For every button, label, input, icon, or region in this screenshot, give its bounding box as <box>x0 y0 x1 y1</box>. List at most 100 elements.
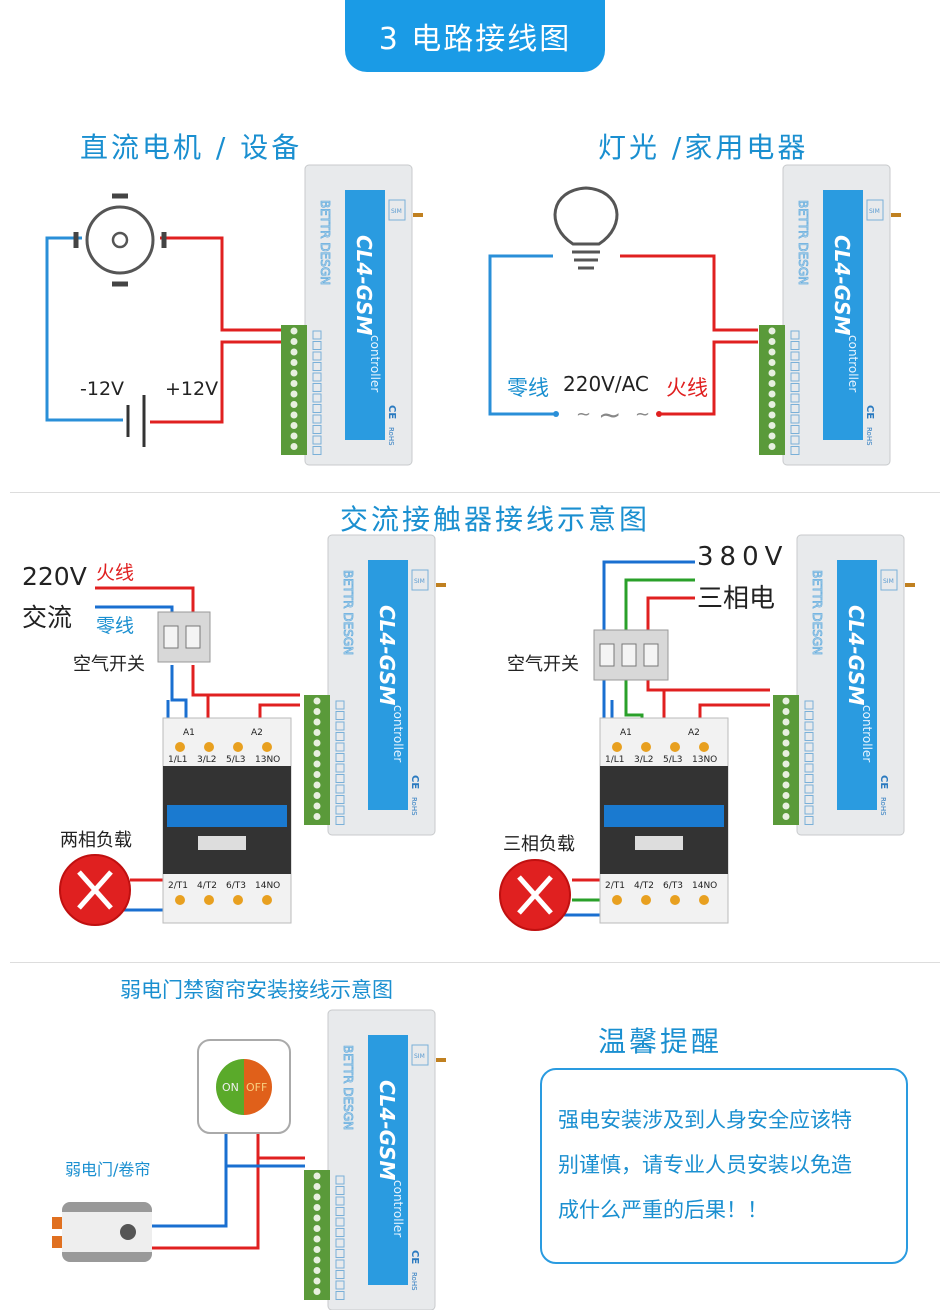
terminal-screw <box>782 697 790 705</box>
on-off-switch[interactable]: ON OFF <box>197 1039 291 1134</box>
terminal-marking <box>335 700 345 710</box>
terminal-screw <box>290 380 298 387</box>
terminal-marking <box>335 763 345 773</box>
terminal-screw <box>290 369 298 377</box>
terminal-marking <box>312 351 322 361</box>
terminal-marking <box>804 774 814 783</box>
live-wire <box>646 596 695 632</box>
brand-logo: BETTR DESGN <box>796 200 810 285</box>
sim-slot-icon <box>411 569 429 591</box>
controller-label-band <box>837 560 877 810</box>
two-phase-load-label: 两相负载 <box>60 830 132 851</box>
rohs-mark: RoHS <box>410 797 418 816</box>
controller-subtitle: controller <box>391 1180 405 1237</box>
sim-label: SIM <box>883 578 894 585</box>
neg-12v-label: -12V <box>80 378 125 400</box>
sim-label: SIM <box>391 208 402 215</box>
terminal-screw <box>768 443 776 450</box>
live-wire <box>95 586 195 612</box>
terminal-screw <box>313 813 321 820</box>
switch-on-label: ON <box>222 1081 239 1094</box>
live-wire <box>160 236 282 332</box>
terminal-marking <box>335 711 345 720</box>
terminal-screw <box>313 708 321 715</box>
svg-text:~: ~ <box>598 398 621 431</box>
terminal-marking <box>804 721 814 731</box>
air-breaker-icon <box>157 611 211 663</box>
terminal-screw <box>782 760 790 768</box>
brand-logo: BETTR DESGN <box>341 1045 355 1130</box>
terminal-screw <box>782 781 790 789</box>
sim-slot-icon <box>866 199 884 221</box>
terminal-screw <box>313 1267 321 1274</box>
terminal-label: 13NO <box>692 755 717 765</box>
battery-icon <box>126 395 146 447</box>
terminal-screw <box>782 792 790 799</box>
terminal-label: 4/T2 <box>197 881 217 891</box>
terminal-screw <box>233 742 243 752</box>
ce-mark: CE <box>386 405 397 419</box>
terminal-screw <box>313 1256 321 1264</box>
header-title-tab: 3 电路接线图 <box>345 0 605 72</box>
terminal-label: A1 <box>183 728 195 738</box>
sim-label: SIM <box>414 578 425 585</box>
terminal-screw <box>670 895 680 905</box>
terminal-screw <box>641 742 651 752</box>
terminal-screw <box>768 348 776 356</box>
tips-box: 强电安装涉及到人身安全应该特 别谨慎，请专业人员安装以免造 成什么严重的后果！！ <box>540 1068 908 1264</box>
terminal-marking <box>790 435 800 445</box>
terminal-marking <box>312 383 322 392</box>
terminal-label: A2 <box>251 728 263 738</box>
terminal-screw <box>313 1288 321 1295</box>
terminal-screw <box>699 742 709 752</box>
neutral-wire <box>95 605 174 612</box>
terminal-screw <box>313 802 321 810</box>
terminal-marking <box>335 1249 345 1258</box>
terminal-screw <box>313 729 321 736</box>
brand-logo: BETTR DESGN <box>341 570 355 655</box>
controller-label-band <box>368 560 408 810</box>
terminal-label: 14NO <box>692 881 717 891</box>
terminal-marking <box>312 362 322 371</box>
terminal-label: 1/L1 <box>605 755 625 765</box>
terminal-marking <box>335 816 345 825</box>
terminal-screw <box>313 760 321 768</box>
terminal-marking <box>335 795 345 804</box>
section-divider <box>10 492 940 493</box>
three-phase-voltage-label: 380V <box>697 542 789 572</box>
svg-text:~: ~ <box>576 404 591 425</box>
rohs-mark: RoHS <box>387 427 395 446</box>
terminal-screw <box>290 401 298 408</box>
terminal-label: A2 <box>688 728 700 738</box>
terminal-marking <box>312 341 322 350</box>
terminal-marking <box>804 763 814 773</box>
terminal-screw <box>768 338 776 345</box>
terminal-screw <box>290 327 298 335</box>
terminal-marking <box>335 1217 345 1227</box>
terminal-screw <box>204 895 214 905</box>
terminal-marking <box>335 1280 345 1290</box>
terminal-screw <box>782 813 790 820</box>
terminal-marking <box>790 414 800 424</box>
terminal-marking <box>790 446 800 455</box>
terminal-label: 5/L3 <box>663 755 683 765</box>
terminal-label: A1 <box>620 728 632 738</box>
svg-text:~: ~ <box>635 404 650 425</box>
header-title: 3 电路接线图 <box>378 22 572 57</box>
terminal-marking <box>335 1175 345 1185</box>
terminal-label: 2/T1 <box>168 881 188 891</box>
terminal-screw <box>313 1277 321 1285</box>
tip-line: 别谨慎，请专业人员安装以免造 <box>558 1153 852 1177</box>
sim-slot-icon <box>411 1044 429 1066</box>
terminal-marking <box>312 372 322 382</box>
terminal-screw <box>313 1172 321 1180</box>
terminal-marking <box>804 816 814 825</box>
terminal-screw <box>782 718 790 726</box>
rohs-mark: RoHS <box>410 1272 418 1291</box>
terminal-screw <box>782 708 790 715</box>
section-divider <box>10 962 940 963</box>
